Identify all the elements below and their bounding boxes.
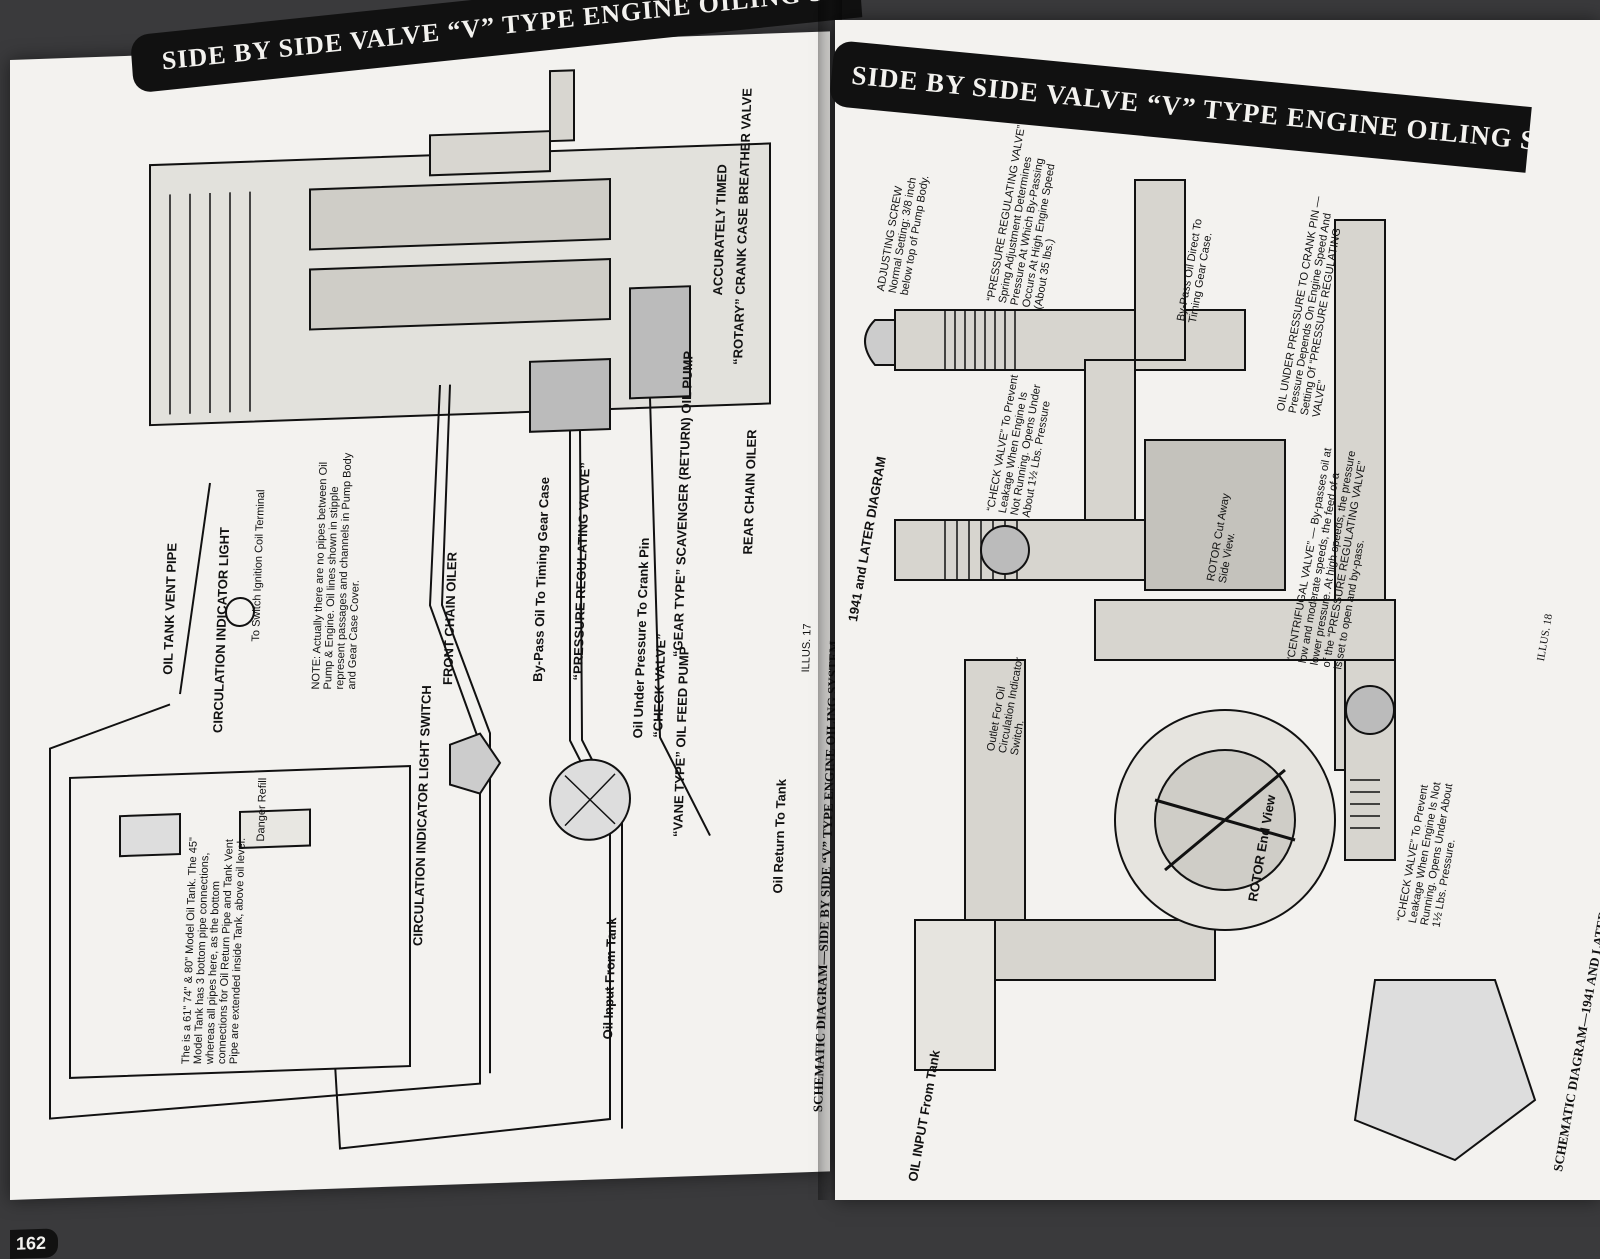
oil-feed-pump-diagram [864, 179, 1537, 1162]
oil-tank [69, 764, 411, 1079]
page-number: 162 [10, 1228, 59, 1259]
left-illus-number: ILLUS. 17 [800, 623, 814, 673]
left-page: SIDE BY SIDE VALVE “V” TYPE ENGINE OILIN… [10, 0, 922, 1259]
pump-body [894, 179, 1396, 981]
danger-refill-label: Danger Refill [255, 777, 270, 842]
engine-drawing [149, 69, 771, 433]
indicator-switch [449, 732, 502, 795]
tank-note-label: The is a 61" 74" & 80" Model Oil Tank. T… [180, 837, 248, 1065]
note-label: NOTE: Actually there are no pipes betwee… [310, 452, 362, 690]
right-page: SIDE BY SIDE VALVE “V” TYPE ENGINE OILIN… [828, 20, 1600, 1200]
adjusting-screw [864, 319, 896, 366]
oil-lines [49, 384, 711, 1150]
pump-body-sketch [1353, 979, 1537, 1162]
rotor-end-view [1114, 709, 1336, 931]
vane-pump [549, 758, 631, 841]
check-valve-bottom [1345, 685, 1395, 735]
engine-oiling-diagram [49, 69, 771, 1150]
indicator-light [225, 596, 255, 627]
oil-input-pipe [914, 919, 996, 1071]
check-valve-top [980, 525, 1030, 575]
